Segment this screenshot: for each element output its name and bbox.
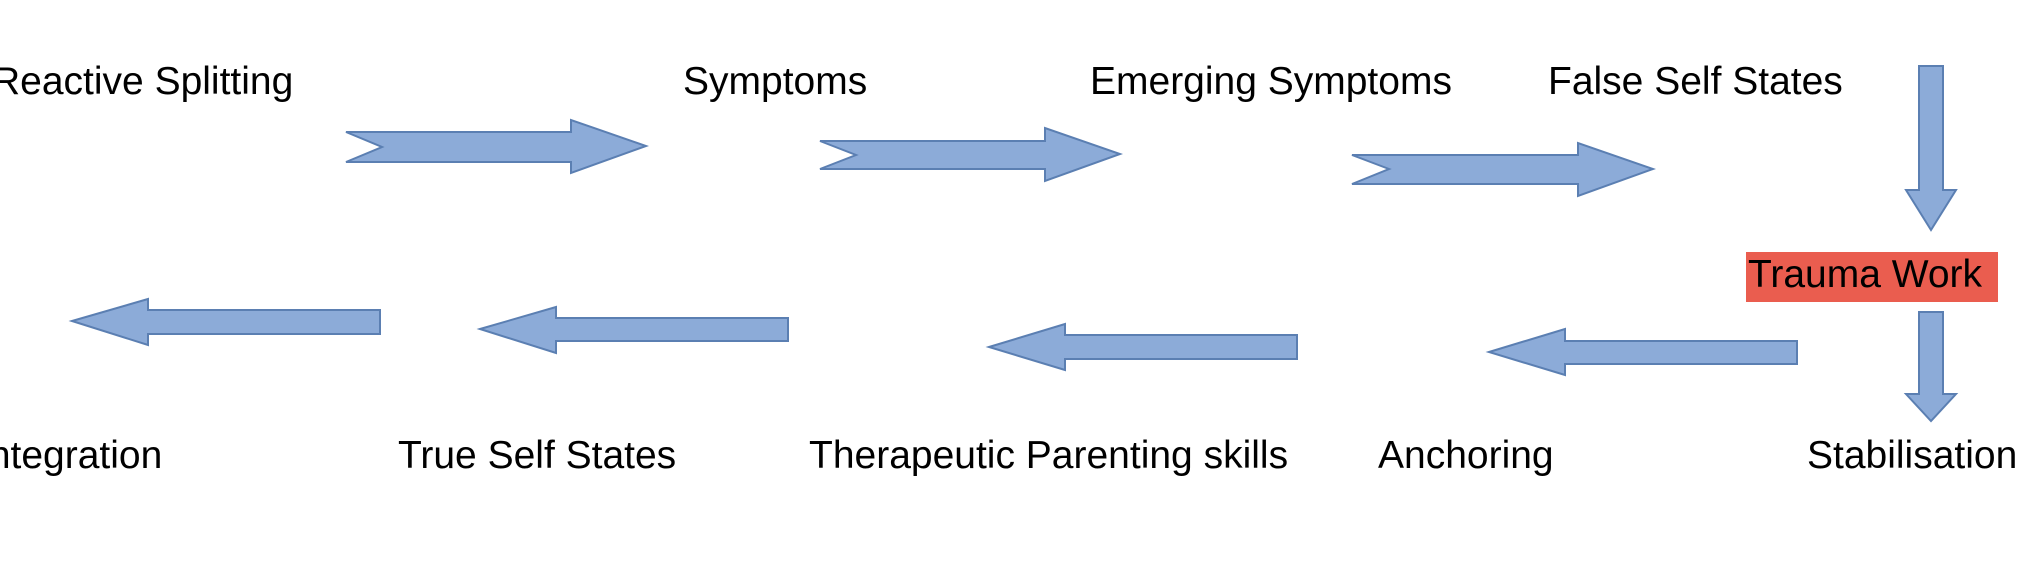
- node-trauma-work: Trauma Work: [1748, 253, 1983, 296]
- node-anchoring: Anchoring: [1378, 434, 1554, 477]
- node-reactive-splitting: Reactive Splitting: [0, 60, 294, 103]
- arrow-right-icon: [345, 118, 650, 175]
- arrow-left-icon: [1485, 327, 1798, 377]
- node-false-self-states: False Self States: [1548, 60, 1843, 103]
- arrow-down-icon: [1903, 311, 1959, 423]
- node-stabilisation: Stabilisation: [1807, 434, 2018, 477]
- arrow-down-icon: [1904, 65, 1958, 232]
- node-true-self-states: True Self States: [398, 434, 677, 477]
- node-emerging-symptoms: Emerging Symptoms: [1090, 60, 1452, 103]
- arrow-left-icon: [68, 297, 381, 347]
- arrow-left-icon: [476, 305, 789, 355]
- arrow-right-icon: [819, 126, 1124, 183]
- node-integration: Integration: [0, 434, 163, 477]
- arrow-right-icon: [1351, 141, 1657, 198]
- node-therapeutic-parenting-skills: Therapeutic Parenting skills: [809, 434, 1289, 477]
- node-symptoms: Symptoms: [683, 60, 868, 103]
- trauma-work-highlight: [1746, 252, 1998, 302]
- arrow-left-icon: [985, 322, 1298, 372]
